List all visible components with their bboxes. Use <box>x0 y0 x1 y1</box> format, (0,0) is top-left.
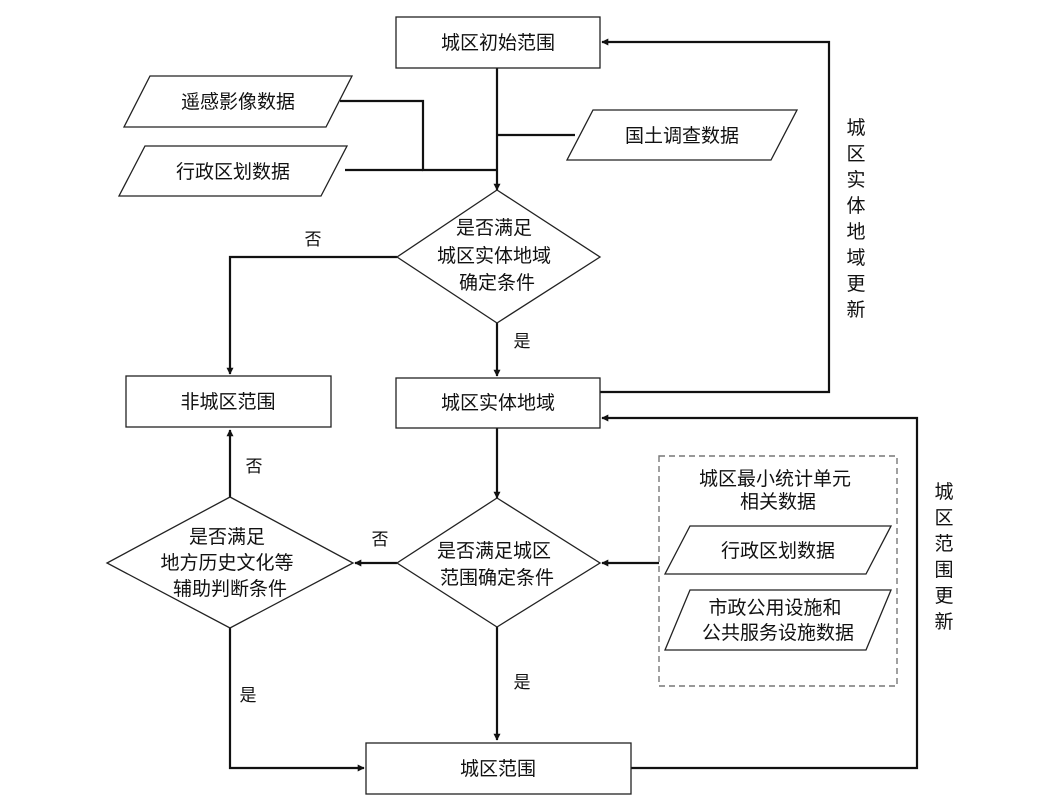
edge-remote-sensing-merge <box>340 99 497 172</box>
node-land-survey-label: 国土调查数据 <box>625 125 739 147</box>
label-range-no: 否 <box>372 530 389 550</box>
node-admin-division-inner-label: 行政区划数据 <box>721 540 835 562</box>
node-non-urban-label: 非城区范围 <box>180 391 275 413</box>
node-remote-sensing-label: 遥感影像数据 <box>181 91 295 113</box>
label-entity-no: 否 <box>305 230 322 250</box>
label-entity-update: 城 区 实 体 地 域 更 新 <box>846 117 865 321</box>
group-min-statistical-unit: 城区最小统计单元 相关数据 行政区划数据 市政公用设施和 公共服务设施数据 <box>658 455 898 687</box>
node-decision-entity-line-3: 确定条件 <box>459 272 535 294</box>
node-decision-history-line-3: 辅助判断条件 <box>173 578 287 600</box>
node-decision-entity-line-2: 城区实体地域 <box>437 245 551 267</box>
label-range-update: 城 区 范 围 更 新 <box>934 481 953 633</box>
node-decision-range-line-1: 是否满足城区 <box>437 540 551 562</box>
node-urban-entity: 城区实体地域 <box>395 377 601 429</box>
label-range-update-char: 范 <box>934 533 953 555</box>
label-entity-update-char: 域 <box>846 247 865 269</box>
edge-entity-no <box>226 255 397 375</box>
edge-range-update-feedback <box>601 414 919 770</box>
label-entity-update-char: 实 <box>846 169 865 191</box>
node-decision-history-label: 是否满足 地方历史文化等 辅助判断条件 <box>160 526 299 600</box>
node-facilities-line-2: 公共服务设施数据 <box>702 622 854 644</box>
node-admin-division-inner: 行政区划数据 <box>663 525 893 575</box>
node-admin-division-top-label: 行政区划数据 <box>176 161 290 183</box>
node-non-urban: 非城区范围 <box>125 375 332 428</box>
label-entity-update-char: 新 <box>846 299 865 321</box>
label-history-yes: 是 <box>240 686 257 706</box>
label-range-update-char: 城 <box>934 481 953 503</box>
node-decision-range-label: 是否满足城区 范围确定条件 <box>437 540 557 589</box>
node-urban-range: 城区范围 <box>365 742 632 795</box>
group-min-statistical-unit-title-line-2: 相关数据 <box>740 491 816 513</box>
label-entity-update-char: 城 <box>846 117 865 139</box>
node-initial-range: 城区初始范围 <box>395 16 601 69</box>
label-entity-update-char: 地 <box>846 221 865 243</box>
node-urban-entity-label: 城区实体地域 <box>441 392 555 414</box>
label-range-update-char: 围 <box>934 559 953 581</box>
node-facilities: 市政公用设施和 公共服务设施数据 <box>664 589 892 651</box>
node-decision-history: 是否满足 地方历史文化等 辅助判断条件 <box>105 496 355 629</box>
label-entity-update-char: 更 <box>846 273 865 295</box>
node-remote-sensing: 遥感影像数据 <box>122 75 354 128</box>
label-entity-yes: 是 <box>514 332 531 352</box>
group-min-statistical-unit-title: 城区最小统计单元 相关数据 <box>699 468 857 513</box>
node-decision-entity-label: 是否满足 城区实体地域 确定条件 <box>437 217 557 294</box>
edge-history-yes <box>228 628 365 772</box>
node-facilities-label: 市政公用设施和 公共服务设施数据 <box>702 597 854 644</box>
node-urban-range-label: 城区范围 <box>460 758 536 780</box>
label-range-yes: 是 <box>514 673 531 693</box>
label-entity-update-char: 区 <box>846 143 865 165</box>
label-range-update-char: 区 <box>934 507 953 529</box>
node-decision-entity: 是否满足 城区实体地域 确定条件 <box>395 189 602 324</box>
node-decision-entity-line-1: 是否满足 <box>456 217 532 239</box>
label-entity-update-char: 体 <box>846 195 865 217</box>
node-land-survey: 国土调查数据 <box>565 109 799 161</box>
node-initial-range-label: 城区初始范围 <box>441 32 555 54</box>
edge-labels: 否 是 否 是 否 是 <box>240 230 531 706</box>
edge-entity-update-feedback <box>600 38 831 394</box>
node-decision-range-line-2: 范围确定条件 <box>440 567 554 589</box>
group-min-statistical-unit-title-line-1: 城区最小统计单元 <box>699 468 851 490</box>
node-facilities-line-1: 市政公用设施和 <box>708 597 841 619</box>
label-history-no: 否 <box>246 457 263 477</box>
node-decision-history-line-1: 是否满足 <box>189 526 265 548</box>
node-decision-history-line-2: 地方历史文化等 <box>160 552 293 574</box>
label-range-update-char: 新 <box>934 611 953 633</box>
node-decision-range: 是否满足城区 范围确定条件 <box>395 497 602 628</box>
label-range-update-char: 更 <box>934 585 953 607</box>
node-admin-division-top: 行政区划数据 <box>117 145 349 197</box>
connectors <box>226 38 919 772</box>
